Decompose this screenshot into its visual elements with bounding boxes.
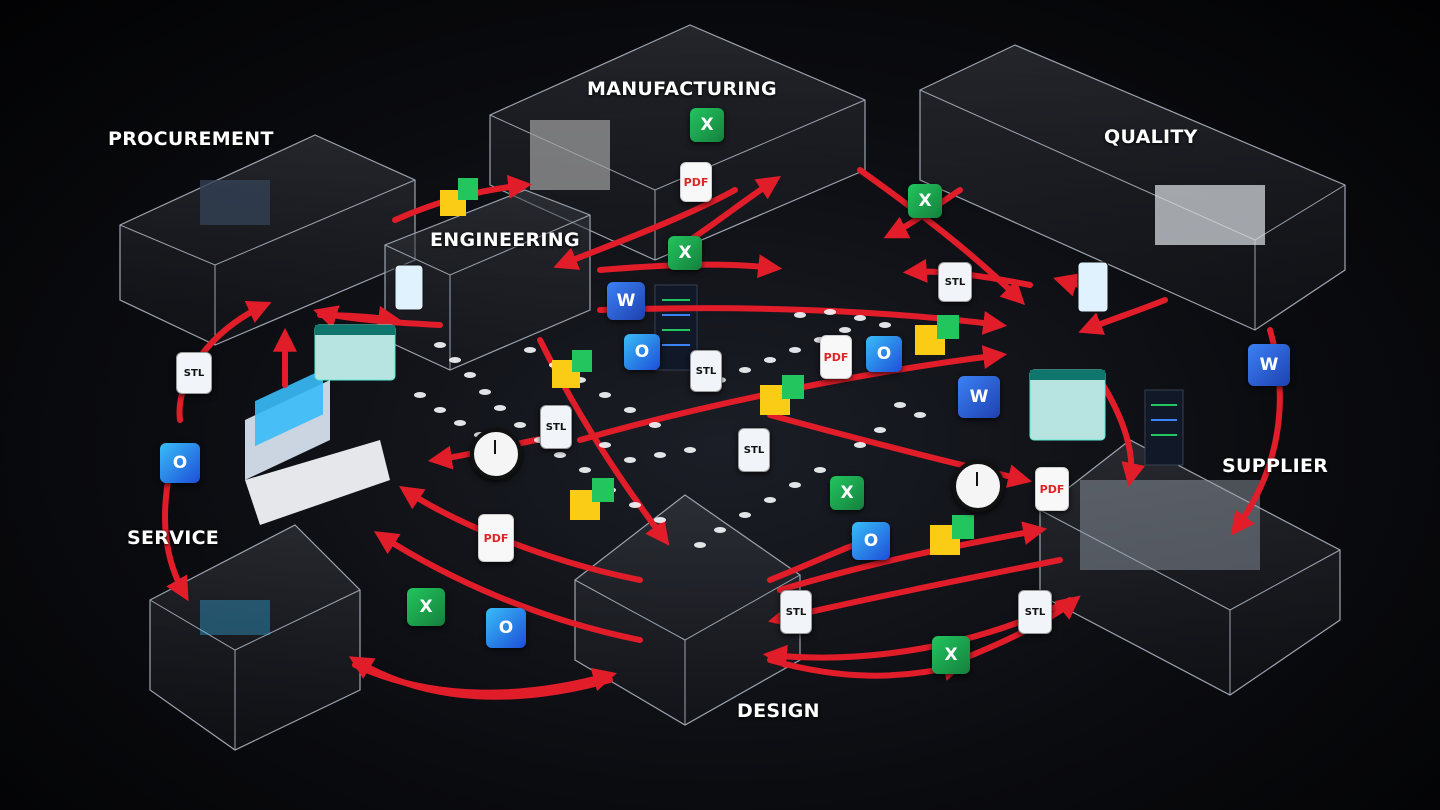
- outlook-icon: O: [866, 336, 902, 372]
- block-icon: [915, 315, 959, 355]
- outlook-icon: O: [486, 608, 526, 648]
- tablet-icon: [394, 264, 424, 311]
- label-service: SERVICE: [127, 527, 220, 549]
- block-icon: [570, 478, 614, 520]
- design-box: [574, 494, 801, 726]
- label-design: DESIGN: [737, 700, 820, 722]
- arrow-service-down: [162, 467, 189, 602]
- stl-file-icon: STL: [176, 352, 212, 394]
- arrow-design-service: [348, 656, 613, 700]
- pdf-icon: PDF: [820, 335, 852, 379]
- excel-icon: X: [932, 636, 970, 674]
- arrow-manuf-team: [857, 167, 1026, 306]
- quality-box: [919, 44, 1346, 331]
- tablet-icon: [1077, 261, 1109, 313]
- service-desk: [245, 369, 390, 525]
- outlook-icon: O: [852, 522, 890, 560]
- arrow-design-supplier: [777, 521, 1048, 593]
- clock-icon: [952, 460, 1004, 512]
- word-icon: W: [1248, 344, 1290, 386]
- outlook-icon: O: [160, 443, 200, 483]
- footprint-trails: [414, 309, 926, 548]
- word-icon: W: [607, 282, 645, 320]
- pdf-icon: PDF: [1035, 467, 1069, 511]
- stl-file-icon: STL: [540, 405, 572, 449]
- supplier-box: [1039, 439, 1341, 696]
- pdf-icon: PDF: [680, 162, 712, 202]
- service-box: [149, 524, 361, 751]
- label-supplier: SUPPLIER: [1222, 455, 1329, 477]
- excel-icon: X: [407, 588, 445, 626]
- calendar-panels: [314, 324, 1106, 441]
- procurement-box: [119, 134, 416, 346]
- block-icon: [930, 515, 974, 555]
- stl-file-icon: STL: [1018, 590, 1052, 634]
- server-rack-right: [1144, 389, 1184, 466]
- stl-file-icon: STL: [938, 262, 972, 302]
- excel-icon: X: [830, 476, 864, 510]
- label-procurement: PROCUREMENT: [108, 128, 274, 150]
- pdf-icon: PDF: [478, 514, 514, 562]
- outlook-icon: O: [624, 334, 660, 370]
- stl-file-icon: STL: [780, 590, 812, 634]
- arrow-quality-team: [1078, 297, 1168, 335]
- label-manufacturing: MANUFACTURING: [587, 78, 777, 100]
- word-icon: W: [958, 376, 1000, 418]
- label-quality: QUALITY: [1104, 126, 1198, 148]
- arrow-manufacturing-engineering: [553, 187, 738, 270]
- manufacturing-box: [489, 24, 866, 261]
- arrow-engineering-procurement: [313, 305, 443, 329]
- tablet-icons: [394, 261, 1109, 313]
- block-icons: [440, 178, 974, 555]
- label-engineering: ENGINEERING: [430, 229, 580, 251]
- arrow-team-supplier: [1097, 377, 1146, 488]
- clock-icon: [470, 428, 522, 480]
- block-icon: [552, 350, 592, 388]
- excel-icon: X: [690, 108, 724, 142]
- block-icon: [440, 178, 478, 216]
- stl-file-icon: STL: [690, 350, 722, 392]
- stl-file-icon: STL: [738, 428, 770, 472]
- arrow-center-manufacturing: [687, 176, 781, 243]
- block-icon: [760, 375, 804, 415]
- excel-icon: X: [668, 236, 702, 270]
- calendar-icon: [1029, 369, 1106, 441]
- excel-icon: X: [908, 184, 942, 218]
- calendar-icon: [314, 324, 396, 381]
- arrow-design-service-diag: [373, 531, 643, 643]
